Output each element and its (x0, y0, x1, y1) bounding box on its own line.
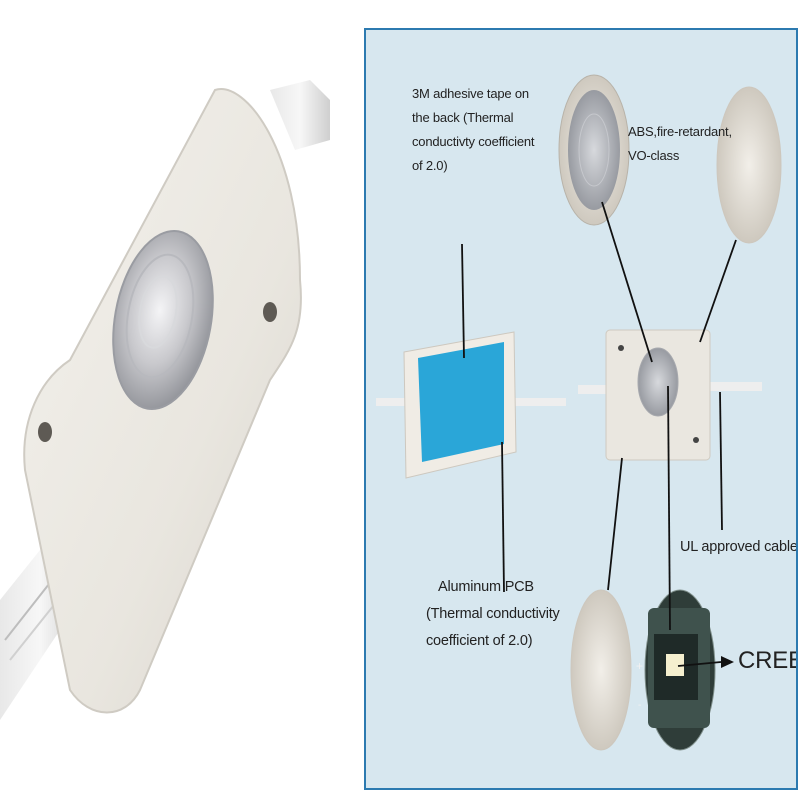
aluminum-pcb-label: Aluminum PCB (Thermal conductivity coeff… (426, 574, 560, 655)
abs-housing-label: ABS,fire-retardant, VO-class (628, 120, 732, 168)
module-back (376, 331, 566, 479)
adhesive-tape-label-line: the back (Thermal (412, 110, 514, 125)
abs-housing-label-line: VO-class (628, 148, 680, 163)
leader-lines (461, 201, 737, 668)
svg-text:+: + (636, 659, 643, 673)
adhesive-tape-label-line: 3M adhesive tape on (412, 86, 529, 101)
led-module-photo (0, 0, 330, 800)
mounting-hole (38, 422, 52, 442)
abs-housing-label-line: ABS,fire-retardant, (628, 124, 732, 139)
housing-closeup (716, 86, 782, 244)
housing-corner-closeup (570, 589, 632, 751)
aluminum-pcb-label-line: coefficient of 2.0) (426, 633, 533, 649)
lens (112, 229, 214, 411)
cree-label: CREE (738, 647, 798, 674)
chip-closeup: + - (636, 589, 716, 751)
ul-cable-label: UL approved cable (680, 539, 798, 555)
svg-text:-: - (638, 700, 641, 711)
module-front (578, 329, 762, 461)
aluminum-pcb-label-line: (Thermal conductivity (426, 606, 560, 622)
aluminum-pcb-label-line: Aluminum PCB (438, 579, 534, 595)
adhesive-tape (418, 342, 504, 462)
adhesive-tape-label: 3M adhesive tape on the back (Thermal co… (412, 82, 535, 178)
adhesive-tape-label-line: of 2.0) (412, 158, 448, 173)
mounting-hole (263, 302, 277, 322)
lens-closeup (558, 74, 630, 226)
adhesive-tape-label-line: conductivty coefficient (412, 134, 535, 149)
diagram-panel: + - 3M adhesive tape on the back (Therma… (364, 28, 798, 790)
